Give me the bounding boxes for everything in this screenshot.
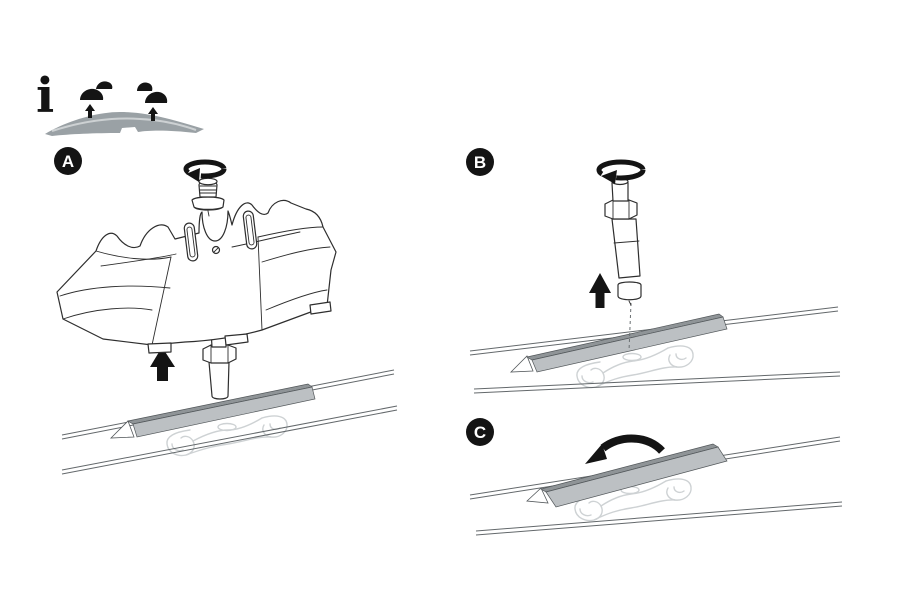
ghost-clamp-c xyxy=(574,478,692,522)
mounting-foot-a xyxy=(56,199,337,354)
rotate-clockwise-icon xyxy=(596,159,646,184)
car-roof-silhouette xyxy=(45,112,204,136)
rail-strip-b xyxy=(509,313,728,373)
tightening-knob-a xyxy=(191,177,225,217)
arrow-up-icon xyxy=(150,347,175,381)
step-a: A xyxy=(54,147,398,475)
cover-cap-small-1 xyxy=(96,81,113,89)
info-overview: i xyxy=(36,68,204,136)
step-c-label: C xyxy=(474,423,486,442)
step-a-label: A xyxy=(62,152,74,171)
arrow-up-icon xyxy=(85,104,95,118)
step-b-label: B xyxy=(474,153,486,172)
rail-strip-a xyxy=(109,383,316,439)
step-c: C xyxy=(466,418,843,536)
info-icon: i xyxy=(36,68,54,124)
cover-cap-small-2 xyxy=(137,82,153,91)
roof-highlight-line xyxy=(51,117,197,132)
arrow-up-icon xyxy=(589,273,611,308)
step-b-marker: B xyxy=(466,148,494,176)
roof-lines-a xyxy=(61,369,398,475)
threaded-stud-b xyxy=(604,177,642,306)
rail-strip-c xyxy=(526,443,728,508)
cover-cap-large-2 xyxy=(145,91,168,103)
step-c-marker: C xyxy=(466,418,494,446)
alignment-dashes-b xyxy=(628,302,632,352)
arrow-up-icon xyxy=(148,107,158,121)
cover-cap-large-1 xyxy=(80,88,104,100)
step-a-marker: A xyxy=(54,147,82,175)
flip-over-arrow-icon xyxy=(585,434,665,464)
rotate-clockwise-icon xyxy=(183,159,227,182)
roof-lines-b xyxy=(469,306,841,394)
step-b: B xyxy=(466,148,841,394)
ghost-clamp-b xyxy=(576,345,694,389)
